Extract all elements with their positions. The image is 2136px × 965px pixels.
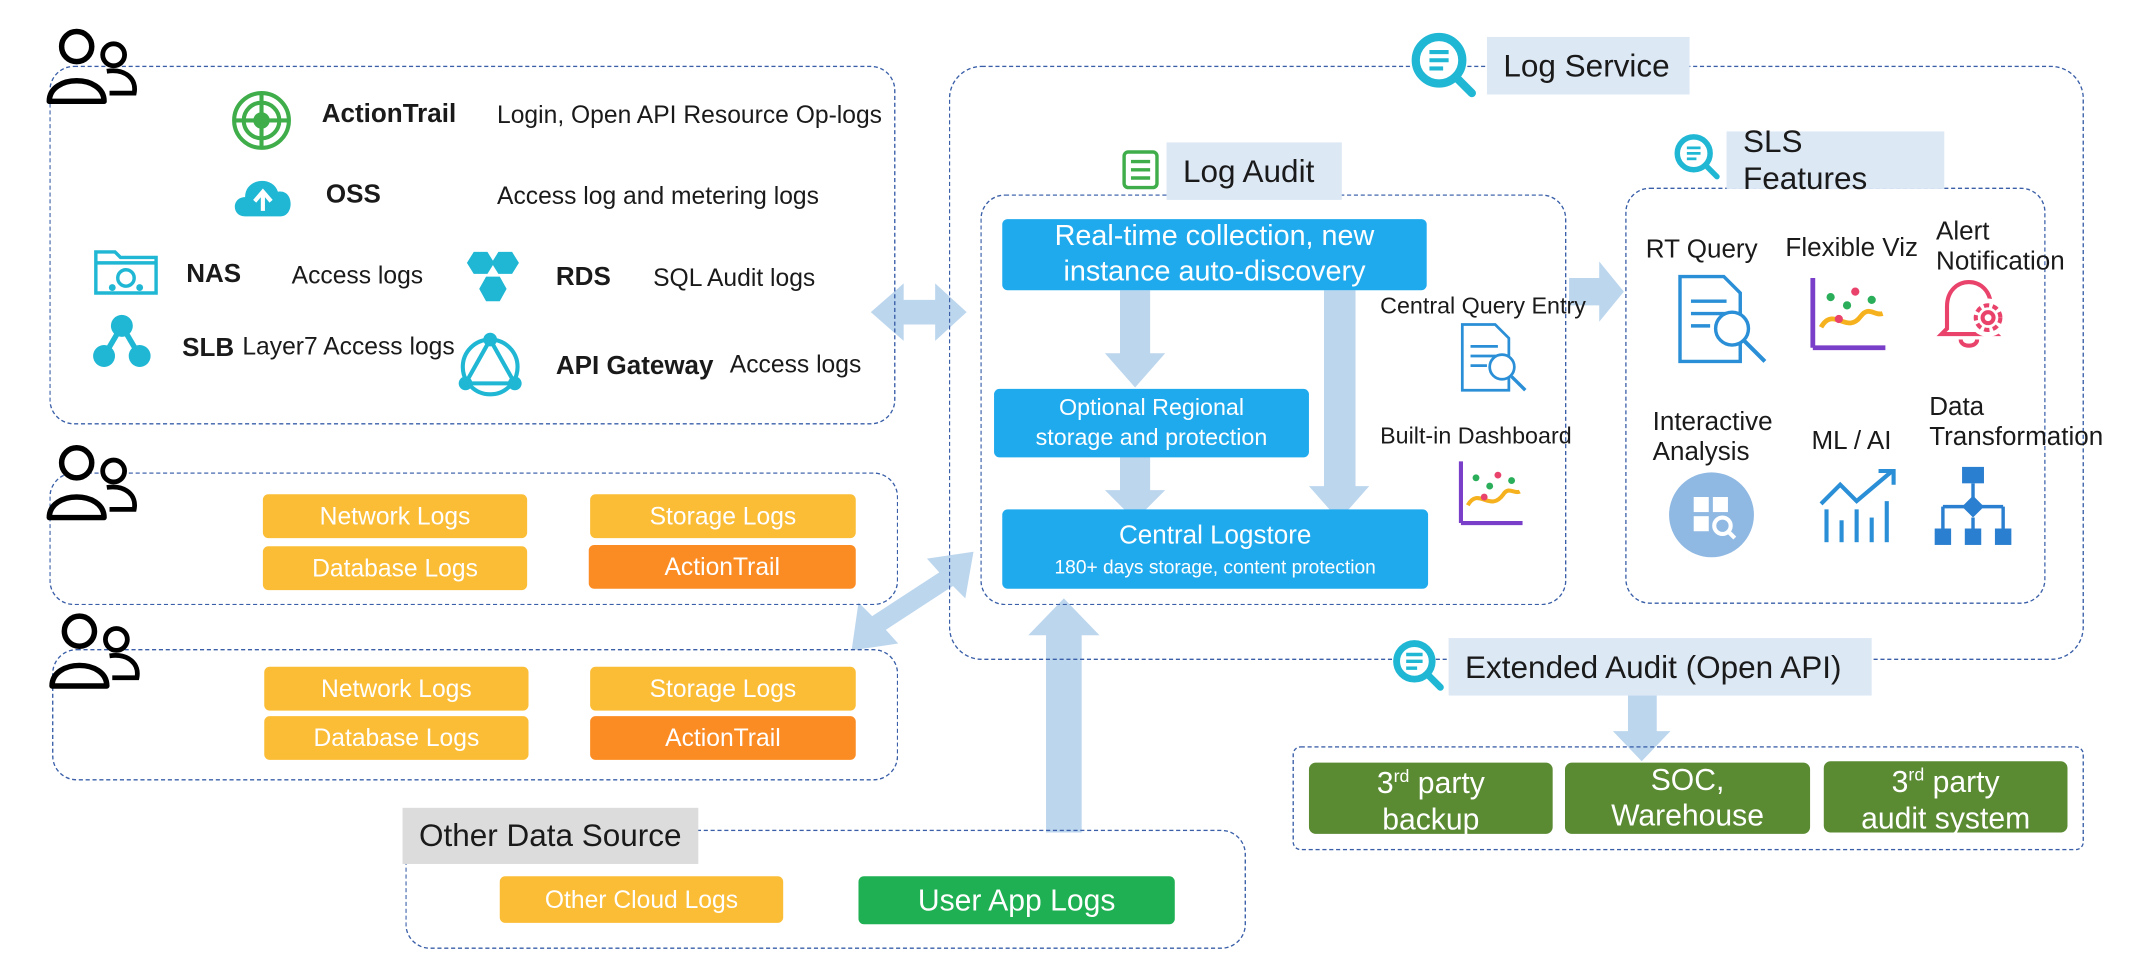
- ordinal-number: 3: [1376, 766, 1394, 801]
- third-party-audit-system: 3rd party audit system: [1823, 758, 2068, 835]
- storage-logs-pill: Storage Logs: [590, 494, 856, 539]
- database-logs-pill: Database Logs: [262, 546, 528, 591]
- soc-warehouse: SOC, Warehouse: [1564, 762, 1811, 834]
- search-log-icon: [1674, 134, 1720, 180]
- sls-features-title: SLS Features: [1726, 123, 1945, 196]
- third-party-backup: 3rd party backup: [1308, 762, 1553, 836]
- double-arrow-accounts: [851, 551, 974, 651]
- central-logstore-sub: 180+ days storage, content protection: [1054, 555, 1376, 578]
- source-name: RDS: [555, 262, 611, 292]
- central-logstore-title: Central Logstore: [1119, 520, 1312, 550]
- collection-box: Real-time collection, new instance auto-…: [1002, 219, 1427, 291]
- ordinal-suffix: rd: [1908, 764, 1925, 786]
- source-name: OSS: [325, 180, 381, 210]
- rds-icon: [466, 251, 519, 302]
- document-search-icon: [1460, 323, 1527, 392]
- actiontrail-icon: [232, 91, 291, 150]
- third-party-audit-line1: 3rd party: [1892, 758, 2000, 801]
- soc-line2: Warehouse: [1611, 798, 1765, 833]
- down-arrow-collect: [1104, 290, 1166, 388]
- sources-box: [49, 65, 896, 425]
- source-desc: Login, Open API Resource Op-logs: [497, 101, 883, 129]
- extended-audit-title: Extended Audit (Open API): [1448, 638, 1872, 696]
- search-log-icon: [1411, 32, 1476, 98]
- central-logstore-box: Central Logstore 180+ days storage, cont…: [1002, 509, 1429, 589]
- users-icon: [49, 613, 140, 689]
- database-logs-pill: Database Logs: [264, 716, 529, 760]
- chart-icon: [1458, 461, 1523, 526]
- source-name: API Gateway: [555, 351, 714, 381]
- third-party-box: [1292, 746, 2084, 851]
- third-party-backup-line2: backup: [1382, 801, 1480, 837]
- up-arrow-other: [1028, 598, 1100, 833]
- actiontrail-pill: ActionTrail: [590, 716, 856, 760]
- soc-line1: SOC,: [1650, 762, 1725, 797]
- network-logs-pill: Network Logs: [264, 666, 529, 711]
- source-desc: SQL Audit logs: [653, 264, 816, 292]
- third-party-backup-line1: 3rd party: [1377, 759, 1485, 802]
- trend-icon: [1819, 468, 1896, 543]
- other-source-box: [405, 829, 1246, 949]
- user-app-logs-pill: User App Logs: [858, 876, 1175, 925]
- oss-icon: [234, 180, 291, 217]
- search-log-icon: [1393, 640, 1444, 691]
- document-search-icon: [1678, 274, 1767, 364]
- account-box-1: [49, 472, 899, 606]
- storage-logs-pill: Storage Logs: [590, 666, 856, 711]
- feature-data-transformation: Data Transformation: [1929, 392, 2104, 452]
- feature-flexible-viz: Flexible Viz: [1785, 234, 1918, 263]
- down-arrow-extended: [1612, 695, 1671, 762]
- feature-interactive-analysis: Interactive Analysis: [1652, 408, 1773, 467]
- source-desc: Access logs: [291, 261, 424, 289]
- chart-icon: [1810, 277, 1886, 351]
- right-arrow-sls: [1569, 261, 1624, 322]
- source-name: NAS: [186, 260, 242, 289]
- account-box-2: [52, 649, 899, 781]
- other-cloud-logs-pill: Other Cloud Logs: [499, 876, 784, 923]
- feature-alert-notification: Alert Notification: [1936, 217, 2065, 277]
- source-name: ActionTrail: [321, 99, 457, 129]
- ordinal-number: 3: [1891, 764, 1909, 800]
- feature-rt-query: RT Query: [1645, 235, 1758, 265]
- party-label: party: [1409, 766, 1485, 801]
- source-desc: Layer7 Access logs: [242, 332, 455, 361]
- log-audit-title: Log Audit: [1166, 142, 1342, 200]
- feature-ml-ai: ML / AI: [1811, 427, 1892, 456]
- nas-icon: [94, 250, 158, 295]
- dashboard-label: Built-in Dashboard: [1380, 423, 1572, 450]
- source-desc: Access logs: [729, 350, 862, 378]
- list-icon: [1122, 150, 1159, 190]
- actiontrail-pill: ActionTrail: [588, 544, 856, 589]
- analysis-icon: [1669, 472, 1754, 558]
- ordinal-suffix: rd: [1393, 765, 1410, 787]
- regional-storage-box: Optional Regional storage and protection: [994, 388, 1309, 458]
- log-service-title: Log Service: [1486, 36, 1690, 95]
- other-source-title: Other Data Source: [402, 807, 698, 864]
- users-icon: [46, 28, 137, 105]
- party-label: party: [1924, 764, 2000, 800]
- api-gateway-icon: [458, 332, 522, 397]
- alarm-gear-icon: [1936, 280, 2008, 348]
- query-entry-label: Central Query Entry: [1380, 293, 1586, 320]
- down-arrow-regional: [1104, 455, 1166, 521]
- flowchart-icon: [1934, 466, 2012, 545]
- source-desc: Access log and metering logs: [497, 182, 819, 210]
- third-party-audit-line2: audit system: [1861, 800, 2031, 835]
- users-icon: [46, 444, 137, 521]
- slb-icon: [93, 314, 151, 367]
- network-logs-pill: Network Logs: [262, 494, 528, 539]
- source-name: SLB: [182, 334, 235, 363]
